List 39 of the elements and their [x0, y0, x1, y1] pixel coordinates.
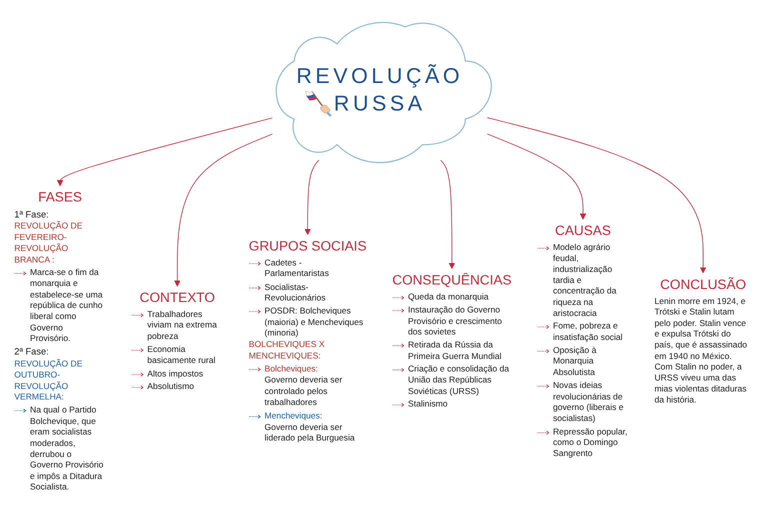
node-label: Socialistas- Revolucionários	[264, 282, 326, 303]
node-label: Governo deveria ser liderado pela Burguesia	[264, 422, 355, 443]
node-label: Altos impostos	[147, 368, 204, 378]
node-label: Instauração do Governo Provisório e crescimento dos sovietes	[408, 304, 502, 337]
node-label: POSDR: Bolcheviques (maioria) e Mencheviques (minoria)	[264, 306, 364, 338]
arrow	[174, 134, 273, 287]
node-label: Absolutismo	[147, 381, 194, 392]
node-label: Trabalhadores viviam na extrema pobreza	[147, 309, 217, 342]
node-label: Economia basicamente rural	[147, 344, 216, 366]
node-label: 2ª Fase:	[14, 346, 49, 357]
node-label: Retirada da Rússia da Primeira Guerra Mundial	[408, 340, 502, 361]
node-label: Queda da monarquia	[408, 292, 489, 302]
node-label: Oposição à Monarquia Absolutista	[552, 345, 596, 378]
node-label: Repressão popular, como o Domingo Sangrento	[552, 426, 628, 458]
arrow	[304, 160, 320, 236]
node-label: Novas ideias revolucionárias de governo (liberais e socialistas)	[552, 380, 624, 424]
node-label: CAUSAS	[555, 224, 611, 239]
node-label: 1ª Fase:	[14, 208, 49, 220]
node-label: CONSEQUÊNCIAS	[392, 273, 512, 288]
node-label: Mencheviques:	[264, 410, 322, 420]
node-label: Criação e consolidação da União das Repúblicas Soviéticas (URSS)	[408, 364, 510, 396]
node-label: Governo deveria ser controlado pelos trabalhadores	[264, 375, 342, 408]
node-label: FASES	[38, 190, 82, 206]
node-label: REVOLUÇÃO DE FEVEREIRO- REVOLUÇÃO BRANCA :	[14, 221, 82, 264]
arrow	[56, 118, 273, 186]
arrow	[440, 160, 456, 270]
node-label: BOLCHEVIQUES X MENCHEVIQUES:	[248, 339, 325, 360]
arrow	[486, 134, 586, 220]
node-label: Fome, pobreza e insatisfação social	[552, 321, 623, 342]
node-label: Stalinismo	[408, 398, 448, 409]
node-label: CONTEXTO	[140, 290, 215, 306]
node-label: GRUPOS SOCIAIS	[248, 239, 367, 254]
node-label: Cadetes - Parlamentaristas	[264, 257, 329, 278]
node-label: Bolcheviques:	[264, 363, 318, 374]
node-label: Modelo agrário feudal, industrialização tardia e concentração da riqueza na aristocracia	[552, 242, 616, 318]
node-label: Marca-se o fim da monarquia e estabelece-se uma república de cunho liberal como Governo Provisório.	[30, 267, 103, 344]
arrow	[486, 117, 706, 274]
node-label: REVOLUÇÃO DE OUTUBRO- REVOLUÇÃO VERMELHA:	[14, 358, 82, 402]
node-label: Na qual o Partido Bolchevique, que eram socialistas moderados, derrubou o Governo Provisório e impôs a Ditadura Socialista.	[30, 404, 104, 492]
